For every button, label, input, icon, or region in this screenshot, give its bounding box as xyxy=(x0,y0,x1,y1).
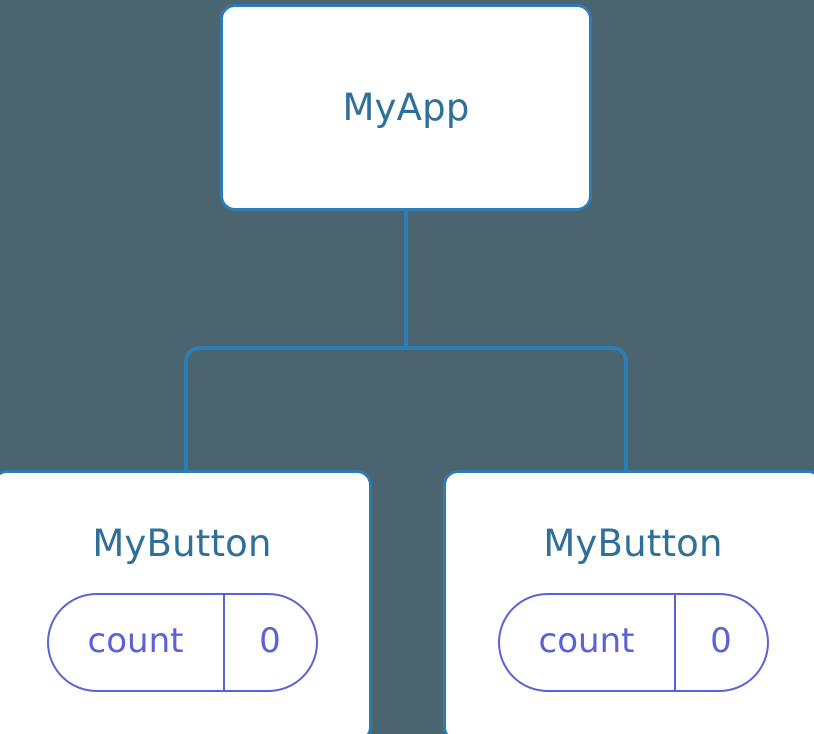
tree-node-child[interactable]: MyButton count 0 xyxy=(443,470,814,734)
tree-node-child[interactable]: MyButton count 0 xyxy=(0,470,372,734)
state-pill[interactable]: count 0 xyxy=(46,593,318,692)
node-title: MyButton xyxy=(543,522,723,565)
state-pill-value: 0 xyxy=(222,595,316,690)
edge-branch-bar xyxy=(184,346,628,472)
node-title: MyButton xyxy=(92,522,272,565)
state-pill-key: count xyxy=(87,621,184,661)
tree-node-root[interactable]: MyApp xyxy=(220,4,592,211)
state-pill-value: 0 xyxy=(673,595,767,690)
state-pill-key: count xyxy=(538,621,635,661)
state-pill[interactable]: count 0 xyxy=(497,593,769,692)
node-title: MyApp xyxy=(342,86,470,129)
